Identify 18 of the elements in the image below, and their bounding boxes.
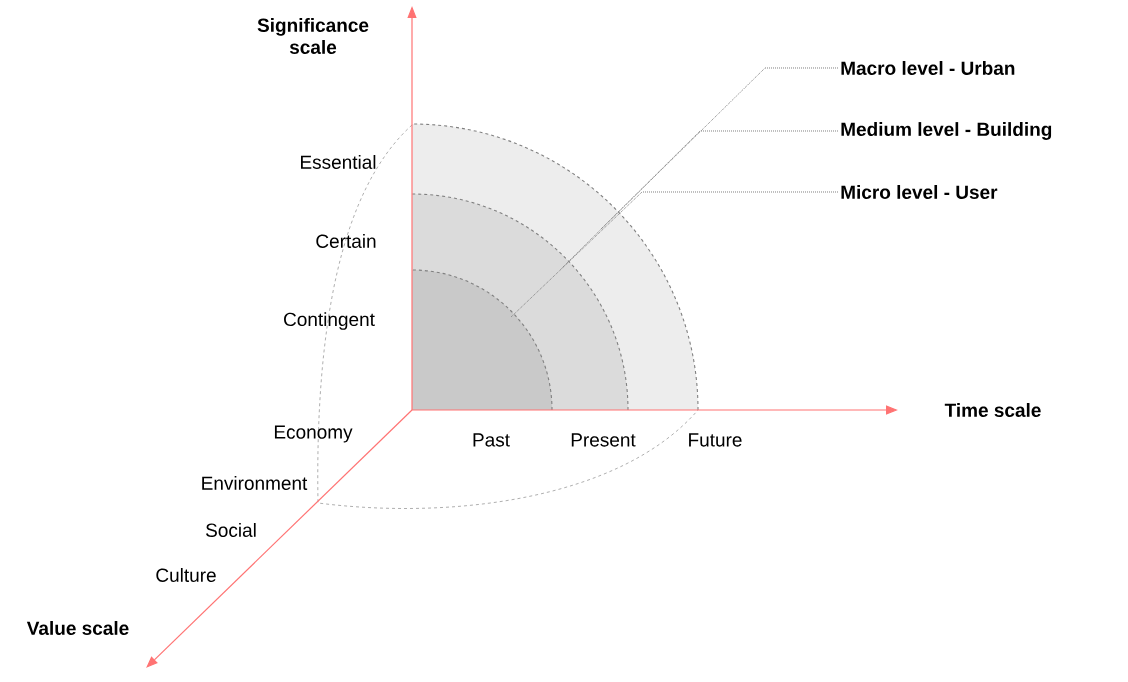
axis-title: Value scale xyxy=(26,621,129,635)
axis-title: Significance scale xyxy=(257,18,369,54)
leader-line xyxy=(510,191,839,318)
quarter-disc xyxy=(411,269,553,411)
level-label: Micro level - User xyxy=(841,185,998,199)
tick-label: Economy xyxy=(274,425,353,443)
tick-label: Contingent xyxy=(284,312,375,330)
tick-label: Past xyxy=(473,433,510,447)
level-label: Macro level - Urban xyxy=(841,61,1015,75)
tick-label: Essential xyxy=(301,155,376,169)
tick-label: Environment xyxy=(202,476,308,490)
tick-label: Certain xyxy=(316,234,376,248)
tick-label: Present xyxy=(571,433,636,447)
axis-title: Time scale xyxy=(944,403,1041,417)
tick-label: Social xyxy=(206,523,256,537)
tick-label: Future xyxy=(689,433,742,447)
level-label: Medium level - Building xyxy=(841,122,1052,140)
tick-label: Culture xyxy=(156,568,216,582)
